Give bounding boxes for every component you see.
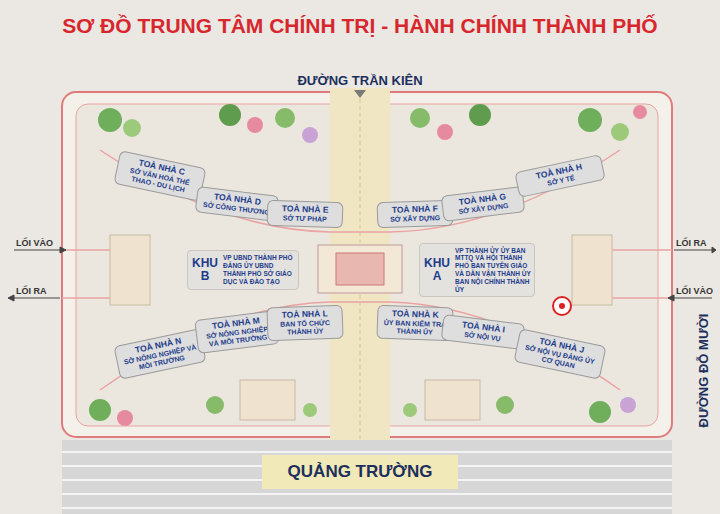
building-name: KHU B — [191, 257, 219, 283]
entrance-arrows — [674, 250, 712, 251]
entrance-label: LỐI VÀO — [16, 238, 53, 248]
building-tenant: SỞ XÂY DỰNG — [382, 214, 448, 224]
greenery — [633, 105, 647, 119]
inner-road — [62, 150, 672, 390]
building-block: TOÀ NHÀ LBAN TỔ CHỨC THÀNH ỦY — [266, 305, 343, 341]
zone-block: KHU AVP THÀNH ỦY ỦY BAN MTTQ VÀ HỘI THÀN… — [419, 243, 535, 298]
greenery — [578, 108, 602, 132]
greenery — [89, 399, 111, 421]
entrance-arrows — [14, 298, 60, 299]
building-name: KHU A — [423, 257, 451, 283]
greenery — [98, 108, 122, 132]
map-title: SƠ ĐỒ TRUNG TÂM CHÍNH TRỊ - HÀNH CHÍNH T… — [62, 14, 657, 38]
place-name: ĐƯỜNG TRẦN KIÊN — [297, 73, 422, 88]
centre-building — [240, 380, 295, 420]
plaza — [62, 507, 672, 509]
inner-road — [100, 150, 620, 232]
greenery — [469, 104, 491, 126]
centre-building — [572, 235, 612, 305]
entrance-label: LỐI RA — [16, 286, 47, 296]
greenery — [303, 403, 317, 417]
centre-building — [425, 380, 480, 420]
building-block: TOÀ NHÀ HSỞ Y TẾ — [514, 154, 605, 198]
greenery — [410, 108, 430, 128]
building-tenant: ỦY BAN KIỂM TRA THÀNH ỦY — [382, 319, 449, 337]
entrance-arrows — [8, 247, 716, 301]
central-axis — [354, 90, 366, 98]
building-tenant: SỞ TƯ PHÁP — [272, 214, 338, 224]
entrance-arrows — [14, 250, 60, 251]
building-block: TOÀ NHÀ ESỞ TƯ PHÁP — [267, 200, 344, 228]
location-pin — [553, 297, 571, 315]
greenery — [403, 403, 417, 417]
greenery — [437, 124, 453, 140]
entrance-arrows — [712, 247, 716, 253]
greenery — [620, 397, 636, 413]
entrance-arrows — [8, 295, 14, 301]
plaza — [62, 440, 672, 514]
greenery — [89, 104, 647, 426]
greenery — [496, 396, 514, 414]
building-tenant: BAN TỔ CHỨC THÀNH ỦY — [272, 319, 339, 337]
building-tenant: VP UBND THÀNH PHỐ ĐẢNG ỦY UBND THÀNH PHỐ… — [223, 254, 295, 285]
greenery — [275, 108, 295, 128]
central-axis — [330, 88, 390, 440]
centre-building — [318, 245, 402, 293]
location-pin — [553, 297, 571, 315]
entrance-label: LỐI VÀO — [676, 286, 713, 296]
plaza — [62, 440, 672, 514]
greenery — [589, 401, 611, 423]
greenery — [123, 119, 141, 137]
greenery — [247, 117, 263, 133]
plaza — [62, 451, 672, 453]
zone-block: KHU BVP UBND THÀNH PHỐ ĐẢNG ỦY UBND THÀN… — [187, 250, 299, 289]
entrance-label: LỐI RA — [676, 238, 707, 248]
inner-road — [100, 302, 620, 390]
building-block: TOÀ NHÀ JSỞ NỘI VỤ ĐẢNG ỦY CƠ QUAN — [513, 328, 606, 379]
building-block: TOÀ NHÀ CSỞ VĂN HOÁ THỂ THAO - DU LỊCH — [113, 150, 206, 201]
place-name: ĐƯỜNG ĐỖ MƯỜI — [697, 313, 712, 427]
greenery — [206, 396, 224, 414]
centre-building — [110, 235, 150, 305]
greenery — [611, 123, 629, 141]
entrance-arrows — [674, 298, 712, 299]
building-tenant: VP THÀNH ỦY ỦY BAN MTTQ VÀ HỘI THÀNH PHỐ… — [455, 247, 531, 294]
building-block: TOÀ NHÀ NSỞ NÔNG NGHIỆP VÀ MÔI TRƯỜNG — [113, 328, 206, 379]
entrance-arrows — [60, 247, 66, 253]
greenery — [219, 104, 241, 126]
centre-building — [336, 253, 384, 285]
building-block: TOÀ NHÀ GSỞ XÂY DỰNG — [441, 186, 526, 222]
location-pin — [559, 303, 565, 309]
greenery — [302, 127, 318, 143]
place-name: QUẢNG TRƯỜNG — [288, 462, 433, 482]
plaza — [62, 493, 672, 495]
building-block: TOÀ NHÀ ISỞ NỘI VỤ — [441, 314, 526, 350]
greenery — [117, 410, 133, 426]
plaza — [262, 455, 458, 489]
centre-building — [110, 235, 612, 420]
central-axis — [330, 88, 390, 440]
entrance-arrows — [668, 295, 674, 301]
